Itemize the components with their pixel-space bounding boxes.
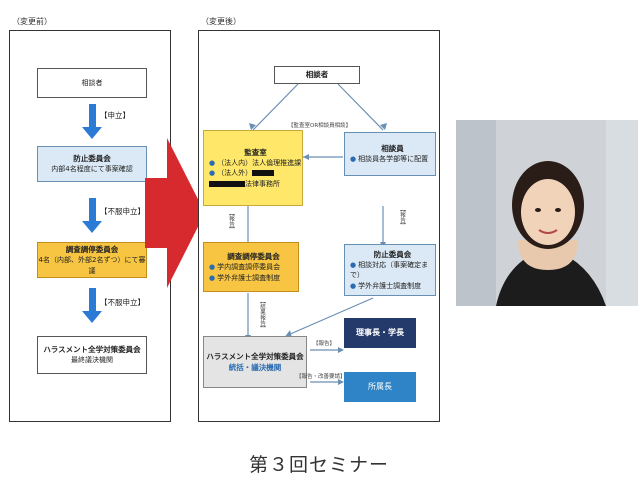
- audit-office-box: 監査室 （法人内）法人倫理推進課 （法人外） 法律事務所: [203, 130, 303, 206]
- counselor-line1: 相談員各学部等に配置: [350, 154, 428, 165]
- left-prevention-box: 防止委員会 内部4名程度にて事案確認: [37, 146, 147, 182]
- prevention-line1: 相談対応（事案確定まで）: [350, 260, 435, 281]
- left-arrow2-shaft: [89, 198, 96, 222]
- left-prevention-title: 防止委員会: [73, 154, 111, 164]
- report-bottom-label: 【報告】: [313, 341, 336, 347]
- left-hq-box: ハラスメント全学対策委員会 最終議決機関: [37, 336, 147, 374]
- left-arrow3-label: 【不服申立】: [100, 298, 145, 307]
- right-consultant-label: 相談者: [305, 70, 329, 80]
- report-label-left: 【報告】: [228, 210, 234, 232]
- dept-head-label: 所属長: [368, 382, 392, 391]
- audit-line3: 法律事務所: [209, 179, 280, 190]
- caption: 第３回セミナー: [248, 454, 389, 476]
- right-consultant-box: 相談者: [274, 66, 360, 84]
- left-survey-box: 調査調停委員会 4名（内部、外部2名ずつ）にて審議: [37, 242, 147, 278]
- counselor-title: 相談員: [381, 144, 404, 154]
- hq-sub: 統括・議決機関: [228, 363, 282, 372]
- after-tag: （変更後）: [199, 16, 243, 27]
- dept-head-box: 所属長: [344, 372, 416, 402]
- hq-committee-box: ハラスメント全学対策委員会 統括・議決機関: [203, 336, 307, 388]
- redacted-bar: [252, 170, 275, 177]
- transition-arrow-icon: [145, 138, 205, 288]
- left-arrow3-shaft: [89, 288, 96, 312]
- hq-title: ハラスメント全学対策委員会: [206, 351, 304, 361]
- survey-line2: 学外弁護士調査制度: [209, 273, 280, 284]
- left-arrow3-head: [82, 311, 102, 323]
- report-label-right: 【報告】: [399, 206, 405, 228]
- speaker-avatar-icon: [456, 120, 638, 306]
- before-tag: （変更前）: [10, 16, 54, 27]
- survey-title: 調査調停委員会: [227, 251, 280, 261]
- chairman-label: 理事長・学長: [356, 328, 404, 337]
- left-arrow1-head: [82, 127, 102, 139]
- audit-office-title: 監査室: [244, 147, 267, 157]
- left-prevention-sub: 内部4名程度にて事案確認: [51, 165, 133, 174]
- counselor-box: 相談員 相談員各学部等に配置: [344, 132, 436, 176]
- left-survey-sub: 4名（内部、外部2名ずつ）にて審議: [38, 256, 146, 275]
- audit-line1: （法人内）法人倫理推進課: [209, 158, 301, 169]
- left-arrow1-label: 【申立】: [100, 111, 130, 120]
- report-improve-label: 【報告・改善要請】: [296, 374, 346, 380]
- left-hq-sub: 最終議決機関: [71, 356, 113, 365]
- audit-line3-text: 法律事務所: [245, 179, 280, 188]
- audit-line2: （法人外）: [209, 168, 275, 179]
- left-consultant-label: 相談者: [81, 78, 103, 87]
- speaker-video: [456, 120, 638, 306]
- survey-line1: 学内調査調停委員会: [209, 262, 280, 273]
- left-arrow2-label: 【不服申立】: [100, 207, 145, 216]
- prevention-committee-box: 防止委員会 相談対応（事案確定まで） 学外弁護士調査制度: [344, 244, 436, 296]
- chairman-box: 理事長・学長: [344, 318, 416, 348]
- route-label: 【監査室OR相談員相談】: [288, 123, 352, 129]
- left-consultant-box: 相談者: [37, 68, 147, 98]
- left-arrow2-head: [82, 221, 102, 233]
- left-survey-title: 調査調停委員会: [65, 244, 119, 254]
- survey-committee-box: 調査調停委員会 学内調査調停委員会 学外弁護士調査制度: [203, 242, 299, 292]
- result-report-label: 【結果報告】: [259, 298, 265, 331]
- audit-line2-text: （法人外）: [217, 169, 253, 178]
- prevention-title: 防止委員会: [373, 249, 412, 259]
- redacted-bar-2: [209, 180, 245, 187]
- left-hq-title: ハラスメント全学対策委員会: [43, 345, 141, 355]
- left-arrow1-shaft: [89, 104, 96, 128]
- prevention-line2: 学外弁護士調査制度: [350, 281, 421, 292]
